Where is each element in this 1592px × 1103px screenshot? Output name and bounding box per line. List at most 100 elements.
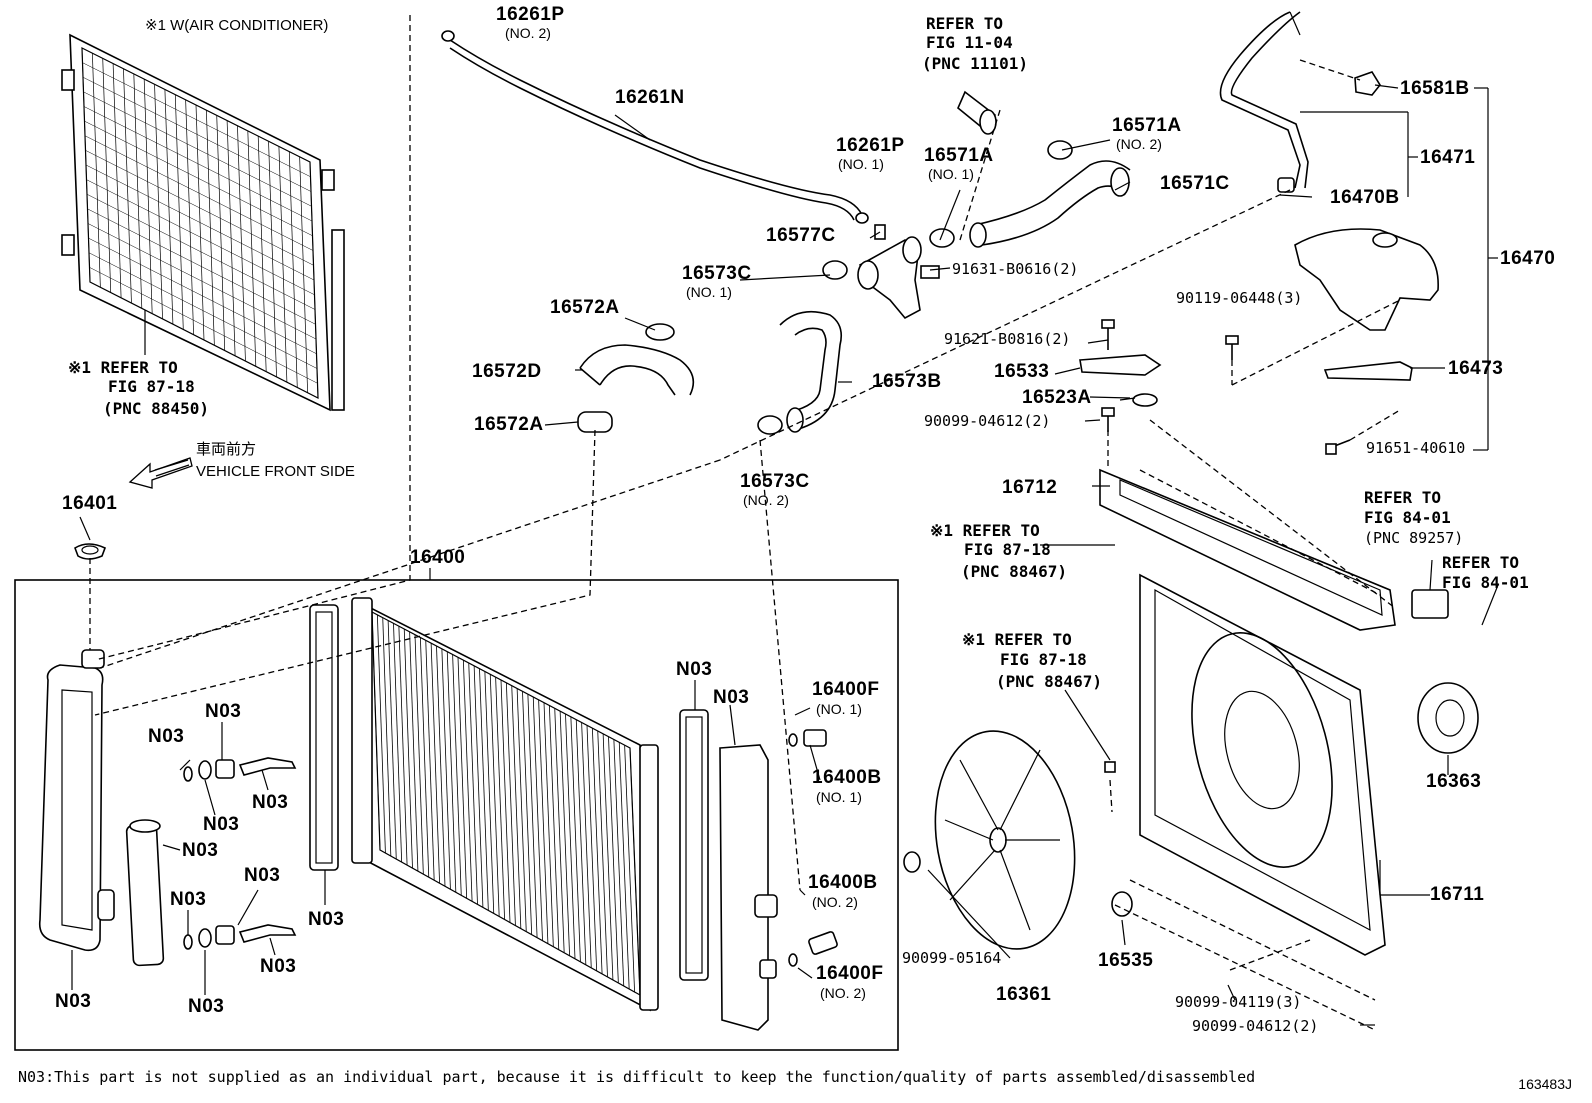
ref-11101-l2: FIG 11-04 (926, 33, 1013, 52)
ref-89257-l2: FIG 84-01 (1364, 508, 1451, 527)
label-16712: 16712 (1002, 477, 1058, 498)
label-16572A-bot: 16572A (474, 414, 544, 435)
label-n03: N03 (148, 726, 185, 747)
label-n03: N03 (244, 865, 281, 886)
support-16712 (1099, 468, 1396, 631)
front-jp: 車両前方 (196, 441, 257, 458)
fan-motor (1417, 682, 1479, 754)
radiator-core (351, 597, 659, 1012)
label-n03: N03 (188, 996, 225, 1017)
label-16577C: 16577C (766, 225, 836, 246)
label-16261P-no2: 16261P (496, 4, 565, 25)
label-16470B: 16470B (1330, 187, 1400, 208)
left-gasket (309, 604, 339, 871)
label-16400: 16400 (410, 547, 466, 568)
bracket-16473 (1323, 361, 1413, 381)
ref-89257-l3: (PNC 89257) (1364, 529, 1464, 547)
ref-88467b-l2: FIG 87-18 (1000, 650, 1087, 669)
label-16400B-no1: 16400B (812, 767, 882, 788)
label-16400F-no2-sub: (NO. 2) (820, 985, 866, 1001)
radiator-assembly-box (14, 579, 899, 1051)
label-16400B-no1-sub: (NO. 1) (816, 789, 862, 805)
label-n03: N03 (170, 889, 207, 910)
label-16571A-no2: 16571A (1112, 115, 1182, 136)
label-16400B-no2-sub: (NO. 2) (812, 894, 858, 910)
label-90099-04119: 90099-04119(3) (1175, 993, 1302, 1011)
label-16573B: 16573B (872, 371, 942, 392)
label-16711: 16711 (1430, 884, 1485, 905)
ref-88450-l1: ※1 REFER TO (68, 358, 178, 377)
label-16363: 16363 (1426, 771, 1482, 792)
label-16400F-no1-sub: (NO. 1) (816, 701, 862, 717)
label-16533: 16533 (994, 361, 1050, 382)
ref-88467a-l3: (PNC 88467) (961, 562, 1067, 581)
ref-8401-l2: FIG 84-01 (1442, 573, 1529, 592)
hose-16573B (779, 310, 843, 431)
ref-88467b-l1: ※1 REFER TO (962, 630, 1072, 649)
ref-88467b-l3: (PNC 88467) (996, 672, 1102, 691)
label-16261P-no1: 16261P (836, 135, 905, 156)
front-en: VEHICLE FRONT SIDE (196, 463, 355, 480)
right-tank (719, 744, 778, 1031)
label-n03: N03 (252, 792, 289, 813)
label-91621: 91621-B0816(2) (944, 330, 1071, 348)
ref-8401-l1: REFER TO (1442, 553, 1520, 572)
ref-88450-l3: (PNC 88450) (103, 399, 209, 418)
label-16401: 16401 (62, 493, 118, 514)
label-16473: 16473 (1448, 358, 1504, 379)
label-16573C-no1: 16573C (682, 263, 752, 284)
label-16400F-no1: 16400F (812, 679, 880, 700)
label-16571A-no2-sub: (NO. 2) (1116, 136, 1162, 152)
label-16571C: 16571C (1160, 173, 1230, 194)
label-16400F-no2: 16400F (816, 963, 884, 984)
reservoir-tank (1294, 228, 1439, 331)
label-90119: 90119-06448(3) (1176, 289, 1303, 307)
radiator-cap (74, 543, 107, 560)
label-90099-04612-bot: 90099-04612(2) (1192, 1017, 1319, 1035)
label-16573C-no2: 16573C (740, 471, 810, 492)
hose-16571C (974, 160, 1131, 226)
label-16523A: 16523A (1022, 387, 1092, 408)
condenser-drawing (61, 33, 345, 412)
ref-11101-l3: (PNC 11101) (922, 54, 1028, 73)
label-16573C-no1-sub: (NO. 1) (686, 284, 732, 300)
label-16571A-no1-sub: (NO. 1) (928, 166, 974, 182)
hose-16471 (1219, 11, 1301, 189)
label-n03: N03 (55, 991, 92, 1012)
label-16361: 16361 (996, 984, 1052, 1005)
label-16581B: 16581B (1400, 78, 1470, 99)
label-n03: N03 (308, 909, 345, 930)
label-n03: N03 (260, 956, 297, 977)
left-tank (38, 649, 115, 952)
left-inner-tube (125, 823, 165, 967)
label-16400B-no2: 16400B (808, 872, 878, 893)
label-16261P-no1-sub: (NO. 1) (838, 156, 884, 172)
label-n03: N03 (676, 659, 713, 680)
right-gasket (679, 709, 709, 981)
ref-11101-l1: REFER TO (926, 14, 1004, 33)
label-n03: N03 (713, 687, 750, 708)
label-16261N: 16261N (615, 87, 685, 108)
label-n03: N03 (203, 814, 240, 835)
label-90099-04612-top: 90099-04612(2) (924, 412, 1051, 430)
fan-16361 (934, 730, 1076, 950)
ref-88450-l2: FIG 87-18 (108, 377, 195, 396)
fan-shroud (1139, 573, 1386, 956)
footnote: N03:This part is not supplied as an indi… (18, 1068, 1256, 1086)
label-16571A-no1: 16571A (924, 145, 994, 166)
fan-connector (1411, 589, 1449, 619)
label-16471: 16471 (1420, 147, 1476, 168)
label-91631: 91631-B0616(2) (952, 260, 1079, 278)
label-n03: N03 (205, 701, 242, 722)
hose-16261N (449, 39, 863, 216)
label-n03: N03 (182, 840, 219, 861)
figure-id: 163483J (1518, 1076, 1572, 1092)
ref-89257-l1: REFER TO (1364, 488, 1442, 507)
aircon-note: ※1 W(AIR CONDITIONER) (145, 17, 329, 34)
label-16470: 16470 (1500, 248, 1556, 269)
label-16535: 16535 (1098, 950, 1154, 971)
label-16572D: 16572D (472, 361, 542, 382)
ref-88467a-l1: ※1 REFER TO (930, 521, 1040, 540)
